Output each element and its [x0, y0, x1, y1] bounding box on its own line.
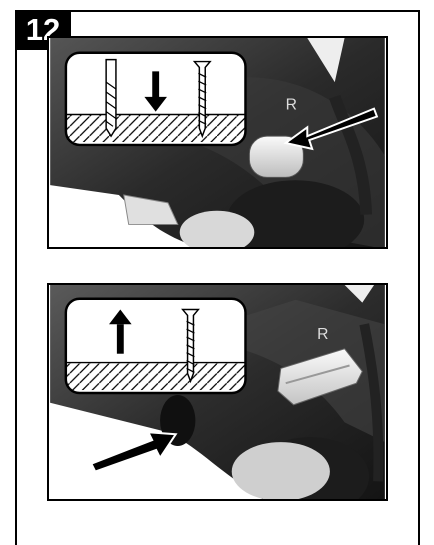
drill-forward-svg: R [50, 38, 385, 247]
push-arrow-right [89, 431, 178, 473]
warning-decal [307, 38, 345, 83]
inset-forward [64, 51, 247, 147]
push-arrow-left [283, 107, 379, 151]
switch-label-r: R [286, 97, 297, 114]
instruction-frame [15, 10, 420, 545]
warning-decal [344, 285, 375, 303]
screw-icon [181, 308, 200, 384]
trigger [231, 442, 330, 499]
drill-reverse-svg: R [50, 285, 385, 499]
arrow-down-icon [144, 71, 167, 112]
direction-switch: R [248, 97, 304, 178]
trigger [179, 210, 255, 247]
direction-switch: R [277, 326, 363, 406]
switch-label-r: R [317, 326, 328, 343]
inset-reverse [64, 297, 247, 395]
illustration-reverse: R [47, 283, 388, 501]
drill-bit-icon [105, 58, 117, 138]
screw-icon [192, 60, 212, 139]
arrow-up-icon [109, 309, 132, 354]
drill-body [50, 38, 385, 247]
battery-latch [123, 194, 179, 225]
illustration-forward: R [47, 36, 388, 249]
